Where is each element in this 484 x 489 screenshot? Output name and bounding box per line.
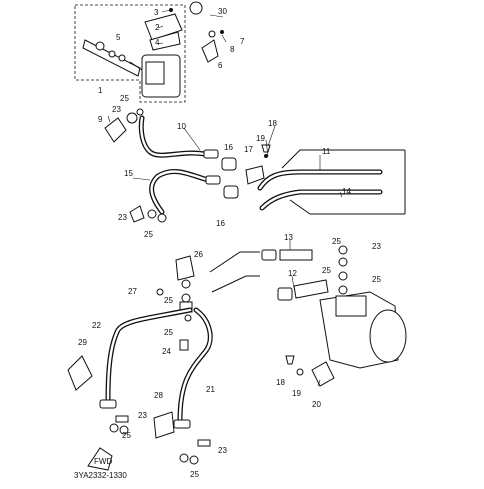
callout-2: 2 <box>155 23 160 32</box>
callout-10: 10 <box>177 122 186 131</box>
callout-25-c: 25 <box>332 237 341 246</box>
callout-25-b: 25 <box>144 230 153 239</box>
callout-23-c: 23 <box>372 242 381 251</box>
callout-19-b: 19 <box>292 389 301 398</box>
callout-21: 21 <box>206 385 215 394</box>
callout-25-d: 25 <box>322 266 331 275</box>
callout-6: 6 <box>218 61 223 70</box>
master-cylinder-assembly <box>74 1 224 103</box>
callout-27: 27 <box>128 287 137 296</box>
callout-8: 8 <box>230 45 235 54</box>
callout-24: 24 <box>162 347 171 356</box>
callout-26: 26 <box>194 250 203 259</box>
three-way-joint-26 <box>175 255 195 322</box>
callout-18-a: 18 <box>268 119 277 128</box>
callout-14: 14 <box>342 187 351 196</box>
callout-23-d: 23 <box>138 411 147 420</box>
callout-22: 22 <box>92 321 101 330</box>
callout-25-f: 25 <box>164 296 173 305</box>
callout-19-a: 19 <box>256 134 265 143</box>
callout-15: 15 <box>124 169 133 178</box>
callout-12: 12 <box>288 269 297 278</box>
leader-lines <box>107 9 343 387</box>
callout-23-e: 23 <box>218 446 227 455</box>
rear-caliper <box>319 291 407 369</box>
callout-5: 5 <box>116 33 121 42</box>
callout-20: 20 <box>312 400 321 409</box>
bracket-28-29 <box>67 355 175 439</box>
callout-25-g: 25 <box>164 328 173 337</box>
callout-25-h: 25 <box>122 431 131 440</box>
brake-switch-20 <box>285 355 335 387</box>
brake-hose-10 <box>138 115 219 159</box>
brake-pipe-11-14 <box>257 149 406 215</box>
brake-hose-21-22 <box>99 307 213 429</box>
callout-25-e: 25 <box>372 275 381 284</box>
callout-30: 30 <box>218 7 227 16</box>
callout-29: 29 <box>78 338 87 347</box>
callout-13: 13 <box>284 233 293 242</box>
union-bolts-and-washers <box>109 205 348 465</box>
callout-23-b: 23 <box>118 213 127 222</box>
brake-joint-16 <box>221 144 271 199</box>
callout-18-b: 18 <box>276 378 285 387</box>
diagram-code: 3YA2332-1330 <box>74 471 127 480</box>
callout-3: 3 <box>154 8 159 17</box>
fwd-arrow-icon: FWD <box>87 447 113 471</box>
callout-4: 4 <box>155 38 160 47</box>
callout-1: 1 <box>98 86 103 95</box>
callout-labels: 3 30 2 8 7 4 5 6 1 25 23 9 10 18 19 16 1… <box>78 7 381 479</box>
callout-7: 7 <box>240 37 245 46</box>
callout-23-a: 23 <box>112 105 121 114</box>
callout-9: 9 <box>98 115 103 124</box>
brake-hose-15 <box>149 169 221 215</box>
fwd-label: FWD <box>94 457 112 466</box>
callout-16-b: 16 <box>216 219 225 228</box>
callout-28: 28 <box>154 391 163 400</box>
callout-25-a: 25 <box>120 94 129 103</box>
callout-16-a: 16 <box>224 143 233 152</box>
brake-pipe-12-13 <box>209 249 329 301</box>
banjo-bolt-9 <box>104 108 144 143</box>
callout-17: 17 <box>244 145 253 154</box>
callout-11: 11 <box>322 147 331 156</box>
callout-25-i: 25 <box>190 470 199 479</box>
